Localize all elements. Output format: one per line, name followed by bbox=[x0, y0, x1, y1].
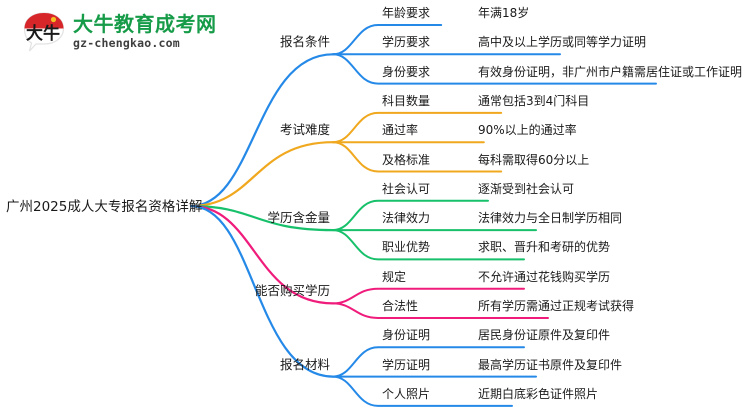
mindmap-detail-label: 高中及以上学历或同等学力证明 bbox=[478, 35, 647, 50]
mindmap-detail-label: 90%以上的通过率 bbox=[478, 123, 577, 138]
mindmap-branch-label: 报名材料 bbox=[279, 356, 330, 372]
mindmap-detail-label: 所有学历需通过正规考试获得 bbox=[478, 299, 635, 313]
mindmap-subnode-label: 职业优势 bbox=[382, 240, 431, 255]
mindmap-subnode-label: 身份证明 bbox=[382, 328, 431, 343]
logo-mark-icon: 大牛 bbox=[22, 11, 66, 53]
mindmap-detail-label: 法律效力与全日制学历相同 bbox=[478, 211, 623, 226]
mindmap-detail-label: 每科需取得60分以上 bbox=[478, 152, 590, 167]
mindmap-detail-label: 居民身份证原件及复印件 bbox=[478, 328, 611, 343]
mindmap-detail-label: 有效身份证明，非广州市户籍需居住证或工作证明 bbox=[478, 64, 743, 79]
mindmap-detail-label: 求职、晋升和考研的优势 bbox=[478, 240, 611, 255]
mindmap-subnode-label: 学历要求 bbox=[382, 35, 431, 50]
mindmap-root-label: 广州2025成人大专报名资格详解 bbox=[6, 199, 203, 215]
mindmap-subnode-label: 规定 bbox=[382, 269, 407, 284]
site-logo: 大牛 大牛教育成考网 gz-chengkao.com bbox=[22, 8, 232, 56]
mindmap-detail-label: 不允许通过花钱购买学历 bbox=[478, 269, 611, 284]
mindmap-branch-label: 报名条件 bbox=[279, 34, 330, 50]
mindmap-detail-label: 逐渐受到社会认可 bbox=[478, 181, 575, 196]
mindmap-branch-label: 学历含金量 bbox=[267, 210, 330, 226]
mindmap-subnode-label: 科目数量 bbox=[382, 93, 431, 108]
mindmap-subnode-label: 法律效力 bbox=[382, 211, 431, 226]
mindmap-subnode-label: 通过率 bbox=[382, 123, 419, 138]
mindmap-subnode-label: 身份要求 bbox=[382, 64, 431, 79]
logo-subtitle: gz-chengkao.com bbox=[73, 36, 180, 51]
mindmap-subnode-label: 社会认可 bbox=[382, 181, 431, 196]
mindmap-detail-label: 近期白底彩色证件照片 bbox=[478, 386, 599, 401]
mindmap-branch-label: 能否购买学历 bbox=[254, 283, 330, 299]
mindmap-detail-label: 通常包括3到4门科目 bbox=[478, 93, 590, 108]
mindmap-subnode-label: 学历证明 bbox=[382, 357, 431, 372]
mindmap-subnode-label: 合法性 bbox=[382, 299, 419, 313]
mindmap-detail-label: 最高学历证书原件及复印件 bbox=[478, 357, 623, 372]
mindmap-branch-label: 考试难度 bbox=[279, 122, 330, 138]
mindmap-subnode-label: 年龄要求 bbox=[382, 6, 431, 20]
mindmap-subnode-label: 及格标准 bbox=[382, 152, 431, 167]
svg-text:大牛: 大牛 bbox=[26, 23, 60, 44]
logo-title: 大牛教育成考网 bbox=[73, 12, 217, 37]
mindmap-subnode-label: 个人照片 bbox=[382, 386, 431, 401]
mindmap-detail-label: 年满18岁 bbox=[478, 6, 530, 20]
